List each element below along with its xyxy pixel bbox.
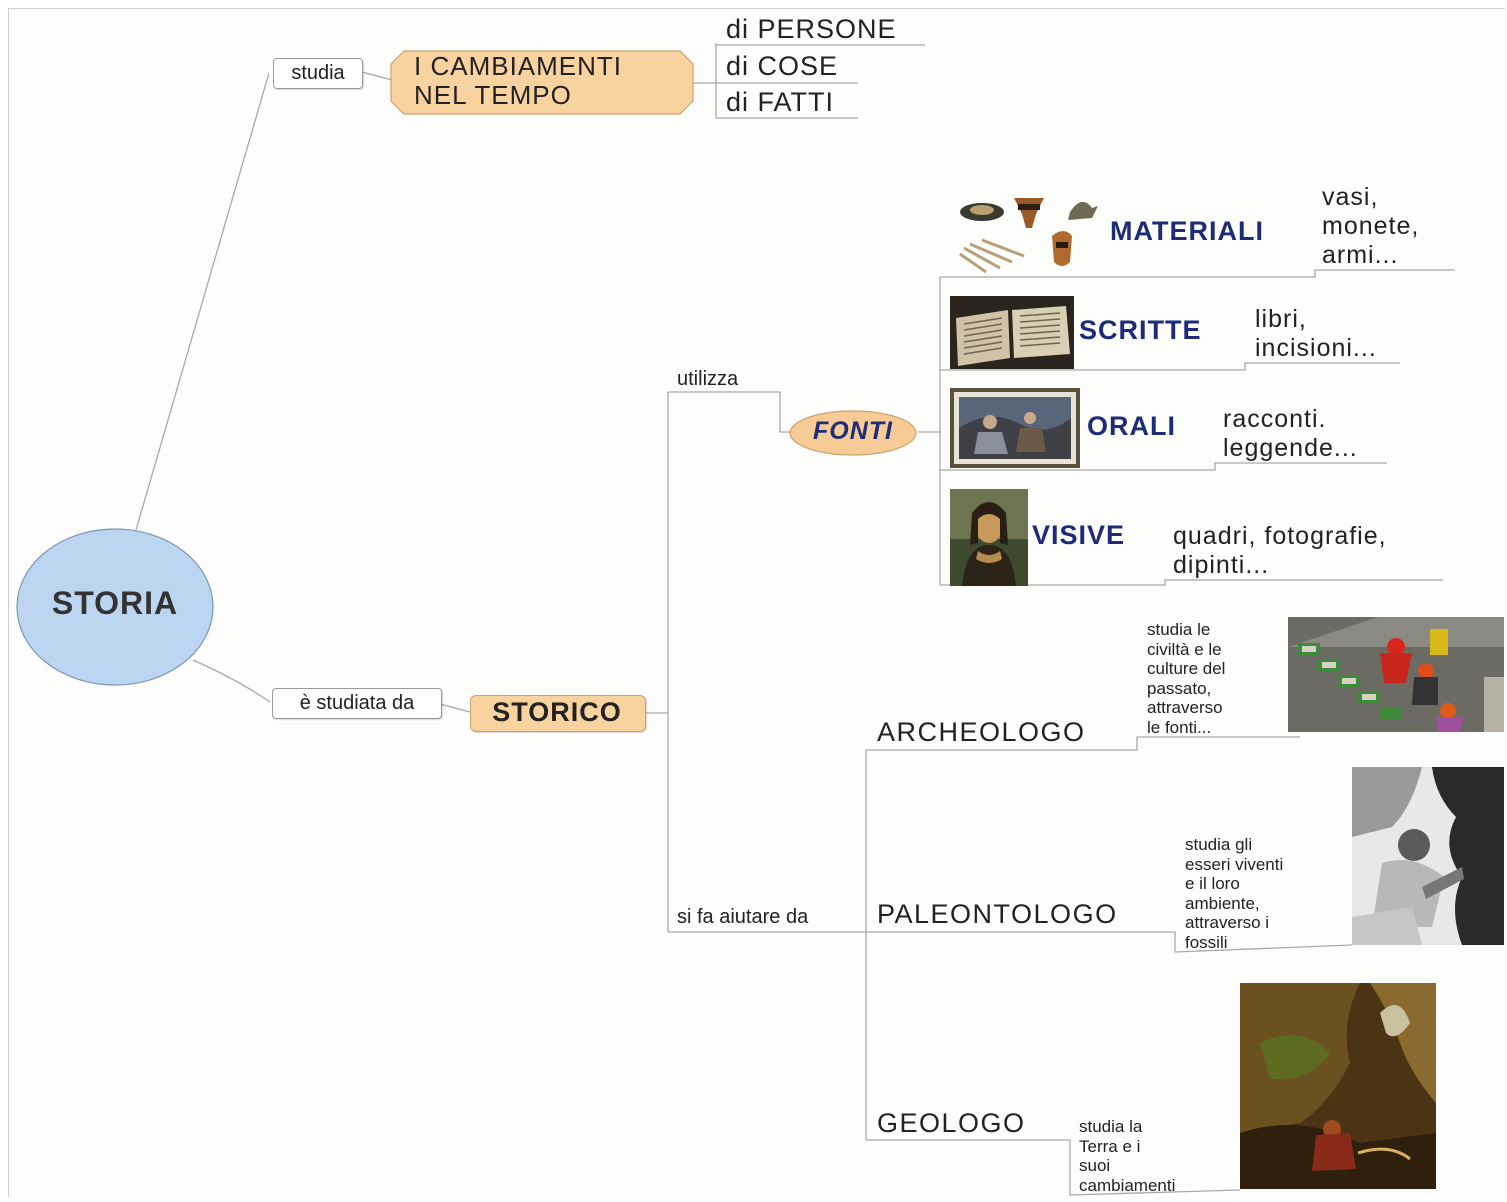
connector-node-children bbox=[692, 43, 925, 119]
link-label-studia[interactable]: studia bbox=[273, 58, 363, 89]
storico-label[interactable]: STORICO bbox=[492, 697, 622, 727]
old-book-image bbox=[950, 296, 1074, 369]
connector-studia-node bbox=[361, 71, 393, 81]
connector-archeologo bbox=[866, 736, 1300, 751]
helper-geologo[interactable]: GEOLOGO bbox=[877, 1108, 1026, 1138]
archaeological-dig-image bbox=[1288, 617, 1504, 732]
fonte-materiali-desc[interactable]: vasi, monete, armi... bbox=[1322, 183, 1420, 269]
connector-paleontologo bbox=[866, 931, 1353, 953]
child-persone[interactable]: di PERSONE bbox=[726, 14, 897, 44]
helper-paleontologo[interactable]: PALEONTOLOGO bbox=[877, 899, 1118, 929]
connector-root-studia bbox=[135, 72, 270, 531]
fonte-visive[interactable]: VISIVE bbox=[1032, 520, 1126, 550]
fonte-scritte[interactable]: SCRITTE bbox=[1079, 315, 1202, 345]
fonte-visive-desc[interactable]: quadri, fotografie, dipinti... bbox=[1173, 522, 1387, 579]
geologist-painting-image bbox=[1240, 983, 1436, 1189]
connector-materiali bbox=[940, 269, 1455, 278]
ancient-artifacts-image bbox=[952, 190, 1104, 276]
fossil-excavation-image bbox=[1352, 767, 1504, 945]
root-node bbox=[16, 528, 214, 686]
storico-node bbox=[470, 695, 646, 732]
helper-archeologo-desc[interactable]: studia le civiltà e le culture del passa… bbox=[1147, 620, 1226, 737]
link-label-utilizza[interactable]: utilizza bbox=[677, 368, 739, 390]
connector-orali bbox=[940, 462, 1387, 471]
topic-cambiamenti[interactable]: I CAMBIAMENTI NEL TEMPO bbox=[414, 51, 623, 110]
connector-scritte bbox=[940, 362, 1400, 371]
root-label[interactable]: STORIA bbox=[51, 585, 179, 621]
helper-archeologo[interactable]: ARCHEOLOGO bbox=[877, 717, 1086, 747]
connector-fonti-trunk bbox=[918, 277, 941, 585]
child-fatti[interactable]: di FATTI bbox=[726, 87, 835, 117]
child-cose[interactable]: di COSE bbox=[726, 51, 839, 81]
storytelling-painting-image bbox=[950, 388, 1080, 468]
topic-node-shape bbox=[390, 50, 694, 115]
link-label-si-fa-aiutare[interactable]: si fa aiutare da bbox=[677, 906, 809, 928]
fonte-scritte-desc[interactable]: libri, incisioni... bbox=[1255, 305, 1377, 362]
fonti-node-shape bbox=[789, 410, 917, 456]
fonti-label[interactable]: FONTI bbox=[813, 417, 893, 445]
connector-studiata-storico bbox=[439, 703, 471, 713]
helper-geologo-desc[interactable]: studia la Terra e i suoi cambiamenti bbox=[1079, 1117, 1176, 1195]
fonte-materiali[interactable]: MATERIALI bbox=[1110, 216, 1264, 246]
connector-utilizza bbox=[668, 391, 790, 433]
connector-geologo bbox=[866, 1139, 1241, 1196]
mona-lisa-image bbox=[950, 489, 1028, 586]
helper-paleontologo-desc[interactable]: studia gli esseri viventi e il loro ambi… bbox=[1185, 835, 1284, 952]
connector-storico-trunk bbox=[644, 392, 669, 932]
fonte-orali-desc[interactable]: racconti. leggende... bbox=[1223, 405, 1358, 462]
link-label-studiata-da[interactable]: è studiata da bbox=[272, 688, 442, 719]
fonte-orali[interactable]: ORALI bbox=[1087, 411, 1176, 441]
connector-visive bbox=[940, 579, 1443, 586]
connector-root-studiata bbox=[192, 659, 271, 703]
